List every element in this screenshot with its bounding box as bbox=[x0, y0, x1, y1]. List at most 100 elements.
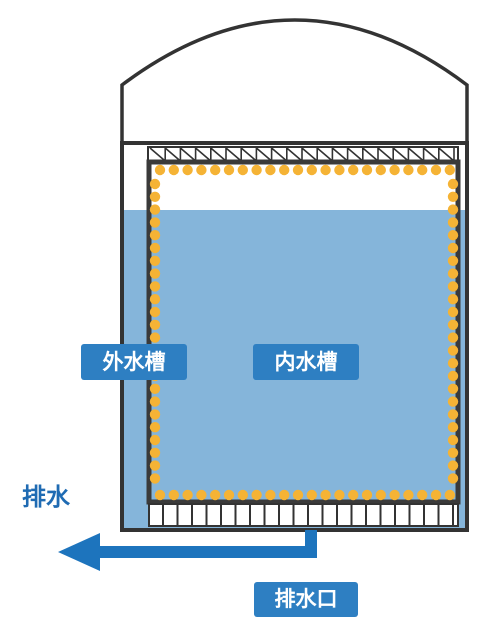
hole-dot bbox=[279, 164, 290, 176]
hole-dot bbox=[389, 164, 400, 176]
hole-dot bbox=[447, 370, 459, 382]
hole-dot bbox=[447, 230, 459, 241]
hole-dot bbox=[154, 164, 166, 176]
top-suspension-band bbox=[147, 146, 459, 163]
hole-dot bbox=[447, 294, 459, 305]
hole-dot bbox=[447, 460, 459, 471]
hole-dot bbox=[149, 217, 161, 228]
inner-tub bbox=[146, 159, 461, 505]
drain-label: 排水 bbox=[22, 483, 70, 511]
hole-dot bbox=[447, 396, 459, 407]
hole-dot bbox=[403, 164, 414, 176]
hole-dot bbox=[417, 164, 428, 176]
hole-dot bbox=[251, 164, 262, 176]
hole-dot bbox=[168, 164, 179, 176]
hole-dot bbox=[447, 345, 459, 356]
hole-dot bbox=[149, 191, 161, 202]
hole-dot bbox=[149, 242, 161, 254]
hole-dot bbox=[149, 422, 161, 433]
hole-dot bbox=[149, 447, 161, 458]
hole-dot bbox=[149, 294, 161, 305]
hole-dot bbox=[447, 306, 459, 318]
hole-dot bbox=[447, 434, 459, 446]
hole-dot bbox=[444, 489, 455, 501]
hole-dot bbox=[237, 164, 248, 176]
hole-dot bbox=[320, 164, 331, 176]
hole-dot bbox=[149, 281, 161, 292]
hole-dot bbox=[292, 164, 304, 176]
hole-dot bbox=[447, 422, 459, 433]
hole-dot bbox=[149, 473, 161, 484]
hole-dot bbox=[196, 164, 207, 176]
hole-dot bbox=[149, 268, 161, 279]
inner-tub-holes bbox=[149, 164, 459, 501]
hole-dot bbox=[149, 434, 161, 446]
hole-dot bbox=[447, 281, 459, 292]
hole-dot bbox=[210, 164, 221, 176]
hole-dot bbox=[430, 489, 442, 501]
hole-dot bbox=[154, 489, 166, 501]
hole-dot bbox=[279, 489, 290, 501]
hole-dot bbox=[196, 489, 207, 501]
hole-dot bbox=[447, 255, 459, 266]
hole-dot bbox=[149, 409, 161, 420]
hole-dot bbox=[237, 489, 248, 501]
hole-dot bbox=[447, 473, 459, 484]
hole-dot bbox=[149, 255, 161, 266]
hole-dot bbox=[444, 164, 455, 176]
hole-dot bbox=[149, 396, 161, 407]
hole-dot bbox=[447, 383, 459, 394]
outer-tub bbox=[120, 141, 469, 532]
hole-dot bbox=[149, 204, 161, 215]
hole-dot bbox=[361, 489, 373, 501]
hole-dot bbox=[361, 164, 373, 176]
inner-tub-label: 内水槽 bbox=[253, 344, 359, 380]
hole-dot bbox=[447, 204, 459, 215]
hole-dot bbox=[334, 489, 345, 501]
hole-dot bbox=[265, 164, 276, 176]
hole-dot bbox=[223, 489, 235, 501]
hole-dot bbox=[334, 164, 345, 176]
hole-dot bbox=[447, 178, 459, 190]
hole-dot bbox=[348, 164, 359, 176]
hole-dot bbox=[223, 164, 235, 176]
hole-dot bbox=[292, 489, 304, 501]
hole-dot bbox=[417, 489, 428, 501]
hole-dot bbox=[149, 230, 161, 241]
hole-dot bbox=[447, 447, 459, 458]
hole-dot bbox=[251, 489, 262, 501]
hole-dot bbox=[447, 358, 459, 369]
hole-dot bbox=[348, 489, 359, 501]
hole-dot bbox=[320, 489, 331, 501]
hole-dot bbox=[149, 332, 161, 343]
drain-outlet-label: 排水口 bbox=[254, 582, 358, 617]
hole-dot bbox=[168, 489, 179, 501]
hole-dot bbox=[149, 460, 161, 471]
hole-dot bbox=[447, 319, 459, 330]
hole-dot bbox=[447, 217, 459, 228]
hole-dot bbox=[447, 242, 459, 254]
hole-dot bbox=[210, 489, 221, 501]
drain-arrow bbox=[58, 530, 317, 571]
hole-dot bbox=[447, 268, 459, 279]
hole-dot bbox=[149, 178, 161, 190]
hole-dot bbox=[403, 489, 414, 501]
hole-dot bbox=[447, 409, 459, 420]
hole-dot bbox=[447, 191, 459, 202]
lid-dome bbox=[120, 18, 469, 145]
hole-dot bbox=[265, 489, 276, 501]
outer-tub-label: 外水槽 bbox=[81, 344, 187, 380]
hole-dot bbox=[306, 489, 317, 501]
hole-dot bbox=[149, 319, 161, 330]
hole-dot bbox=[182, 164, 193, 176]
hole-dot bbox=[182, 489, 193, 501]
bottom-grate bbox=[148, 503, 459, 527]
hole-dot bbox=[149, 383, 161, 394]
hole-dot bbox=[375, 164, 386, 176]
hole-dot bbox=[430, 164, 442, 176]
hole-dot bbox=[389, 489, 400, 501]
hole-dot bbox=[447, 332, 459, 343]
hole-dot bbox=[149, 306, 161, 318]
hole-dot bbox=[375, 489, 386, 501]
